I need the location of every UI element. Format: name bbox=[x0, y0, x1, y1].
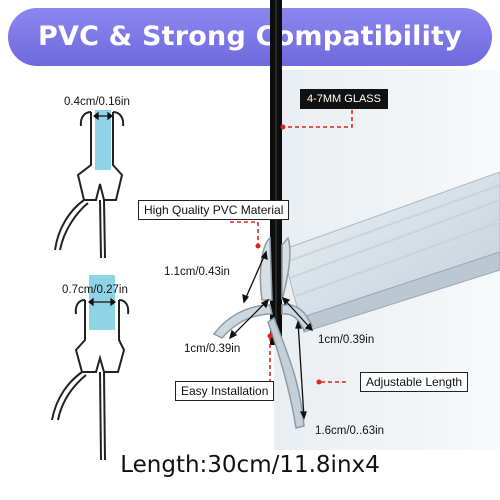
dimension-arrows bbox=[228, 250, 314, 420]
banner-title: PVC & Strong Compatibility bbox=[37, 21, 463, 52]
dimension-label-right: 1cm/0.39in bbox=[318, 334, 375, 346]
title-banner: PVC & Strong Compatibility bbox=[8, 8, 492, 66]
length-caption: Length:30cm/11.8inx4 bbox=[120, 452, 380, 478]
glass-callout: 4-7MM GLASS bbox=[300, 89, 388, 109]
leader-dots bbox=[255, 124, 322, 385]
material-callout: High Quality PVC Material bbox=[138, 200, 290, 220]
installation-callout: Easy Installation bbox=[175, 381, 275, 401]
profile-small bbox=[54, 110, 125, 259]
dimension-label-height: 1.1cm/0.43in bbox=[164, 266, 230, 278]
thickness-arrow-small bbox=[93, 111, 113, 121]
adjustable-callout: Adjustable Length bbox=[360, 372, 469, 392]
seal-strip bbox=[212, 171, 500, 429]
dimension-label-left: 1cm/0.39in bbox=[184, 343, 241, 355]
thickness-label-small: 0.4cm/0.16in bbox=[64, 96, 130, 108]
thickness-label-large: 0.7cm/0.27in bbox=[62, 284, 128, 296]
thickness-arrow-large bbox=[88, 297, 116, 307]
dimension-label-fin: 1.6cm/0..63in bbox=[315, 425, 385, 437]
